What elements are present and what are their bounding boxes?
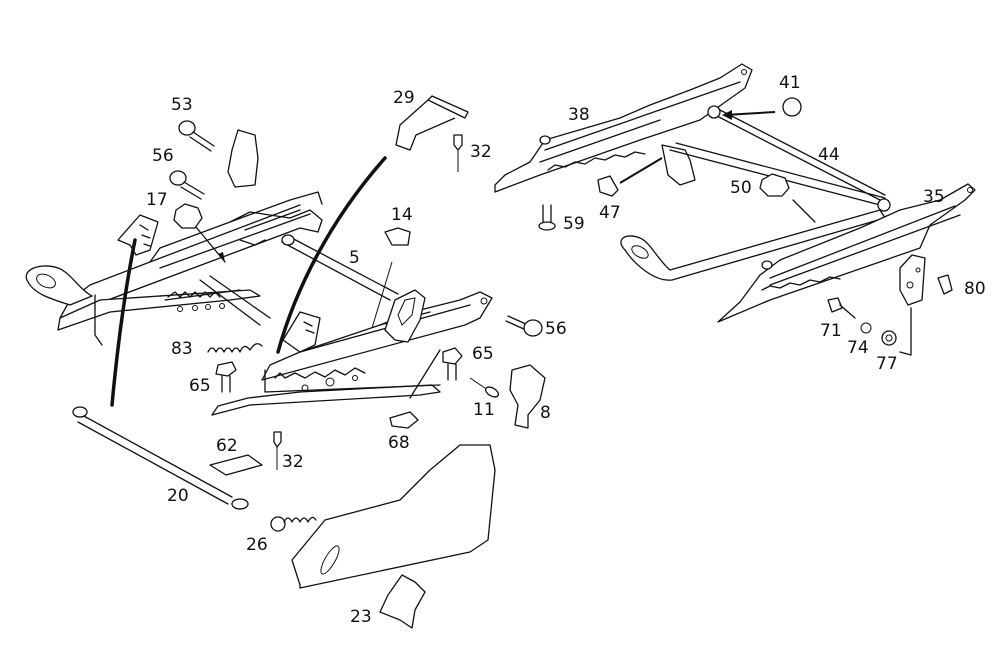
callout-17: 17 [146, 190, 168, 210]
part-8-handle [509, 364, 546, 429]
callout-77: 77 [876, 354, 898, 374]
callout-56-lower: 56 [545, 319, 567, 339]
callout-50: 50 [730, 178, 752, 198]
assembly-arrow-center [276, 156, 387, 354]
part-56-bolt-lower [505, 315, 543, 337]
callout-32-lower: 32 [282, 452, 304, 472]
callout-71: 71 [820, 321, 842, 341]
callout-65-right: 65 [472, 344, 494, 364]
part-74-lock-washer [860, 322, 872, 334]
callout-83: 83 [171, 339, 193, 359]
callout-labels: 53 56 17 29 32 14 5 56 83 65 65 11 8 68 … [146, 73, 986, 627]
part-41-bushing [722, 97, 802, 120]
seat-side-cover [291, 444, 496, 589]
center-seat-rail [211, 289, 493, 416]
part-50-nut [759, 173, 816, 223]
callout-11: 11 [473, 400, 495, 420]
callout-65-left: 65 [189, 376, 211, 396]
part-26-spring [270, 516, 317, 532]
callout-20: 20 [167, 486, 189, 506]
callout-14: 14 [391, 205, 413, 225]
callout-59: 59 [563, 214, 585, 234]
callout-74: 74 [847, 338, 869, 358]
part-56-bolt-upper [169, 170, 205, 200]
latch-plate [227, 129, 259, 188]
part-59-bolt [538, 204, 556, 231]
part-14-clip [384, 227, 411, 246]
callout-68: 68 [388, 433, 410, 453]
right-seat-frame [494, 63, 976, 356]
callout-26: 26 [246, 535, 268, 555]
part-71-bolt [827, 297, 856, 319]
part-68-clip [389, 411, 419, 429]
part-83-spring [207, 343, 263, 353]
part-32-clip-upper [453, 134, 463, 172]
part-11-pin [469, 377, 500, 398]
callout-56-upper: 56 [152, 146, 174, 166]
callout-38: 38 [568, 105, 590, 125]
callout-80: 80 [964, 279, 986, 299]
callout-32-upper: 32 [470, 142, 492, 162]
callout-23: 23 [350, 607, 372, 627]
part-53-bolt [178, 120, 215, 152]
callout-5: 5 [349, 248, 360, 268]
callout-41: 41 [779, 73, 801, 93]
part-29-bracket [395, 95, 469, 151]
part-77-washer [881, 330, 897, 346]
part-62-plate [209, 454, 263, 476]
part-23-knob [379, 574, 426, 629]
part-32-clip-lower [273, 431, 282, 470]
part-17-nut [173, 203, 226, 263]
part-65-bolt-right [442, 347, 463, 381]
callout-44: 44 [818, 145, 840, 165]
part-65-bolt-left [215, 361, 237, 393]
assembly-arrow-left [110, 238, 137, 407]
part-47-clip [597, 157, 663, 197]
callout-8: 8 [540, 403, 551, 423]
callout-53: 53 [171, 95, 193, 115]
callout-leader-5 [371, 261, 393, 329]
callout-62: 62 [216, 436, 238, 456]
callout-35: 35 [923, 187, 945, 207]
part-20-rod [72, 406, 249, 510]
callout-47: 47 [599, 203, 621, 223]
part-80-clip [937, 274, 953, 295]
callout-29: 29 [393, 88, 415, 108]
